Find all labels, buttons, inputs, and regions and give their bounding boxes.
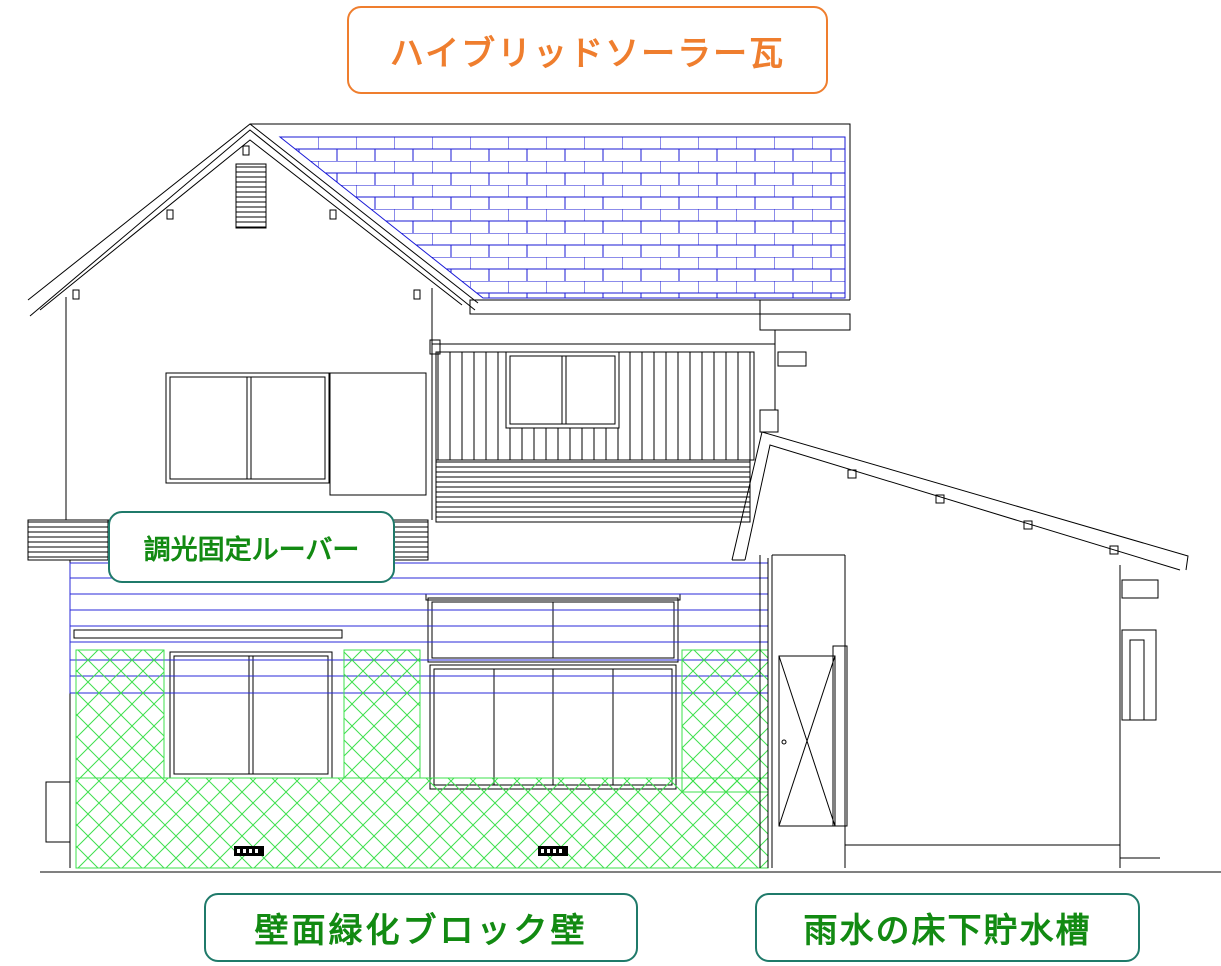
main-house	[27, 123, 851, 868]
green-wall-label: 壁面緑化ブロック壁	[204, 893, 638, 962]
solar-tile-roof	[278, 136, 846, 299]
annex	[429, 339, 1189, 868]
green-wall-hatch	[75, 649, 769, 869]
rain-tank-label: 雨水の床下貯水槽	[755, 893, 1140, 962]
solar-tile-label: ハイブリッドソーラー瓦	[347, 6, 828, 94]
louver-label: 調光固定ルーバー	[108, 511, 395, 583]
